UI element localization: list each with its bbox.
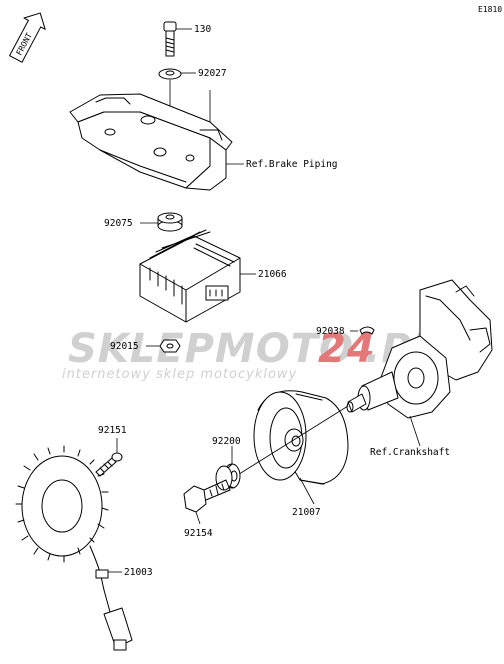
callout-ref-crankshaft: Ref.Crankshaft xyxy=(370,447,450,458)
watermark-tagline: internetowy sklep motocyklowy xyxy=(62,367,297,382)
watermark: SKLEPMOTO 24 .PL internetowy sklep motoc… xyxy=(62,326,437,382)
bolt-130 xyxy=(163,21,177,57)
watermark-brand-a: SKLEPMOTO xyxy=(68,326,354,372)
callout-92154: 92154 xyxy=(184,528,213,539)
bolt-92154 xyxy=(183,479,231,513)
watermark-brand-b: 24 xyxy=(318,326,376,372)
callout-92015: 92015 xyxy=(110,341,139,352)
regulator-21066 xyxy=(139,229,241,323)
callout-21007: 21007 xyxy=(292,507,321,518)
callout-21066: 21066 xyxy=(258,269,287,280)
key-92038 xyxy=(359,326,375,335)
page-code: E1810 xyxy=(478,5,502,14)
callout-92027: 92027 xyxy=(198,68,227,79)
callout-ref-brake-piping: Ref.Brake Piping xyxy=(246,159,338,170)
front-arrow-icon: FRONT xyxy=(9,12,46,63)
callout-130: 130 xyxy=(194,24,211,35)
crankshaft xyxy=(346,279,493,419)
callout-21003: 21003 xyxy=(124,567,153,578)
rotor-21007 xyxy=(253,390,349,485)
callout-92200: 92200 xyxy=(212,436,241,447)
callout-92151: 92151 xyxy=(98,425,127,436)
bracket xyxy=(69,93,233,191)
callout-92075: 92075 xyxy=(104,218,133,229)
callout-92038: 92038 xyxy=(316,326,345,337)
grommet-92075 xyxy=(157,212,183,232)
stator-21003 xyxy=(15,445,133,651)
nut-92015 xyxy=(159,339,181,353)
screw-92151 xyxy=(95,452,123,477)
washer-92027 xyxy=(158,68,182,80)
